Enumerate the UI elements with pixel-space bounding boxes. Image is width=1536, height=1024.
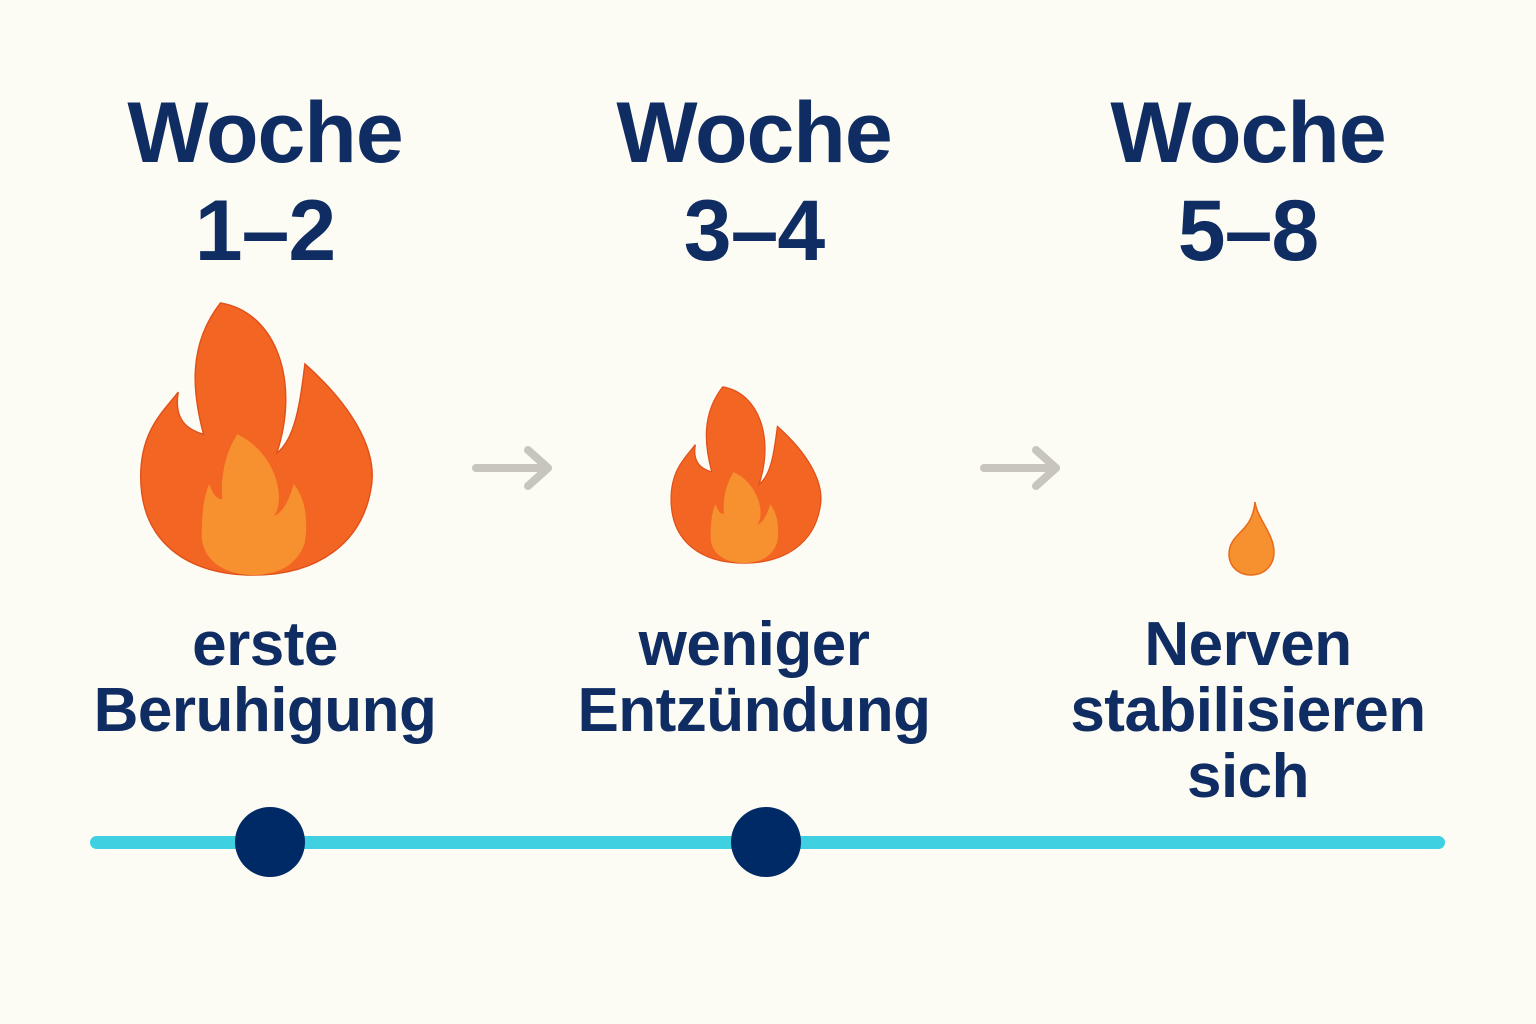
flame-icon [139, 302, 373, 576]
caption-line: Beruhigung [93, 676, 437, 745]
stage-title-line1: Woche [127, 85, 403, 181]
caption-line: erste [192, 610, 338, 679]
caption-line: weniger [638, 610, 870, 679]
stage-title-line1: Woche [1110, 85, 1386, 181]
stage-title-line1: Woche [616, 85, 892, 181]
stage-title-line2: 3–4 [683, 183, 826, 279]
stage-title: Woche 5–8 [1008, 84, 1488, 280]
arrow-right-icon [472, 446, 552, 490]
timeline-marker [731, 807, 801, 877]
stage-caption: Nerven stabilisieren sich [968, 612, 1528, 810]
stage-title: Woche 1–2 [25, 84, 505, 280]
stage-title-line2: 1–2 [194, 183, 337, 279]
flame-icon [670, 386, 822, 564]
stage-title: Woche 3–4 [514, 84, 994, 280]
droplet-flame-icon [1228, 501, 1275, 576]
caption-line: Entzündung [577, 676, 931, 745]
caption-line: stabilisieren [1070, 676, 1426, 745]
timeline-marker [235, 807, 305, 877]
arrow-right-icon [980, 446, 1060, 490]
caption-line: sich [1186, 742, 1310, 811]
stage-caption: weniger Entzündung [474, 612, 1034, 744]
caption-line: Nerven [1144, 610, 1352, 679]
stage-caption: erste Beruhigung [0, 612, 545, 744]
stage-title-line2: 5–8 [1177, 183, 1320, 279]
